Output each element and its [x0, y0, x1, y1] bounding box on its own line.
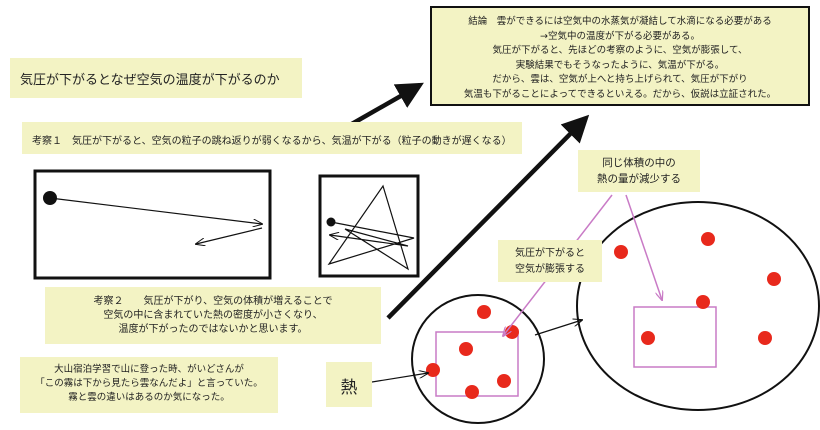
heat-particle [505, 325, 519, 339]
heat-particle [696, 295, 710, 309]
slow-particle-path [49, 197, 262, 224]
heat-label-note: 熱 [326, 362, 372, 407]
heat-particle [641, 331, 655, 345]
callout-line: 気圧が下がると [515, 248, 585, 259]
slow-particle-rebound [196, 227, 263, 244]
heat-particle [465, 385, 479, 399]
unit-volume-after [633, 306, 717, 368]
memo-line: 霧と雲の違いはあるのか気になった。 [68, 392, 230, 403]
kousatsu2-note: 考察２ 気圧が下がり、空気の体積が増えることで 空気の中に含まれていた熱の密度が… [45, 287, 381, 344]
title-note: 気圧が下がるとなぜ空気の温度が下がるのか [10, 58, 302, 98]
memo-line: 大山宿泊学習で山に登った時、がいどさんが [54, 364, 244, 375]
air-parcel-before [411, 294, 545, 424]
conclusion-line: 気温も下がることによってできるといえる。だから、仮説は立証された。 [463, 88, 777, 100]
memo-note: 大山宿泊学習で山に登った時、がいどさんが 「この霧は下から見たら雲なんだよ」と言… [20, 357, 278, 413]
slow-particle-box [33, 169, 272, 280]
arrow-to-conclusion-upper [348, 82, 424, 127]
fast-particle-path [327, 184, 415, 271]
conclusion-line: 実験結果でもそうなったように、気温が下がる。 [515, 59, 725, 71]
expansion-arrow [534, 320, 582, 336]
heat-particle [758, 331, 772, 345]
heat-particle [614, 245, 628, 259]
arrow-to-conclusion-lower [386, 114, 590, 320]
heat-particle [767, 272, 781, 286]
kousatsu1-note: 考察１ 気圧が下がると、空気の粒子の跳ね返りが弱くなるから、気温が下がる（粒子の… [22, 122, 522, 154]
callout-line: 空気が膨張する [515, 264, 585, 275]
kousatsu1-text: 考察１ 気圧が下がると、空気の粒子の跳ね返りが弱くなるから、気温が下がる（粒子の… [32, 136, 512, 147]
conclusion-note: 結論 雲ができるには空気中の水蒸気が凝結して水滴になる必要がある →空気中の温度… [430, 6, 810, 106]
heat-particle [459, 342, 473, 356]
conclusion-line: だから、雲は、空気が上へと持ち上げられて、気圧が下がり [492, 74, 748, 85]
callout-arrow-volume-after [625, 194, 662, 300]
heat-particle [477, 305, 491, 319]
callout-heat-decrease: 同じ体積の中の 熱の量が減少する [578, 150, 700, 192]
callout-air-expands: 気圧が下がると 空気が膨張する [498, 240, 602, 282]
heat-particle [426, 363, 440, 377]
callout-line: 同じ体積の中の [602, 157, 676, 169]
conclusion-line: 気圧が下がると、先ほどの考察のように、空気が膨張して、 [492, 45, 748, 56]
heat-particle [701, 232, 715, 246]
conclusion-line: 結論 雲ができるには空気中の水蒸気が凝結して水滴になる必要がある [468, 16, 772, 27]
heat-particle [497, 374, 511, 388]
heat-label: 熱 [340, 378, 358, 398]
kousatsu2-line: 空気の中に含まれていた熱の密度が小さくなり、 [103, 310, 323, 321]
kousatsu2-line: 温度が下がったのではないかと思います。 [118, 324, 308, 335]
memo-line: 「この霧は下から見たら雲なんだよ」と言っていた。 [35, 378, 263, 389]
kousatsu2-line: 考察２ 気圧が下がり、空気の体積が増えることで [93, 296, 333, 307]
conclusion-line: →空気中の温度が下がる必要がある。 [540, 30, 700, 42]
heat-arrow [371, 373, 428, 383]
callout-line: 熱の量が減少する [597, 173, 681, 185]
air-parcel-after [576, 201, 820, 411]
page-title: 気圧が下がるとなぜ空気の温度が下がるのか [20, 73, 280, 88]
fast-particle-box [318, 174, 420, 278]
